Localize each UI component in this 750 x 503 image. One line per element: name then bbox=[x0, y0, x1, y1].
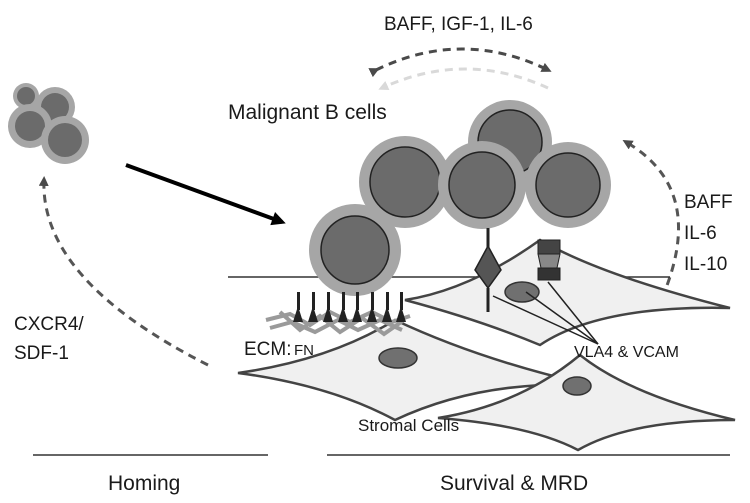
migration-arrow bbox=[125, 163, 286, 226]
right-cytokine-arrow bbox=[622, 139, 681, 299]
vla4-vcam-label: VLA4 & VCAM bbox=[574, 344, 679, 361]
vla4-vcam-receptors bbox=[474, 228, 561, 312]
circulating-cells bbox=[8, 83, 89, 164]
top-cytokines-label: BAFF, IGF-1, IL-6 bbox=[384, 14, 533, 35]
cxcr4-label-line1: CXCR4/ bbox=[14, 314, 84, 335]
ecm-label: ECM: bbox=[244, 339, 292, 360]
homing-label: Homing bbox=[108, 472, 180, 495]
cytokine-arrow-dark bbox=[368, 47, 552, 78]
survival-mrd-label: Survival & MRD bbox=[440, 472, 588, 495]
adhesion-receptors bbox=[293, 292, 406, 322]
stromal-cells-label: Stromal Cells bbox=[358, 416, 459, 435]
malignant-b-cells bbox=[309, 100, 611, 296]
malignant-b-cells-label: Malignant B cells bbox=[228, 101, 387, 124]
right-cytokine-il6: IL-6 bbox=[684, 223, 717, 244]
right-cytokine-baff: BAFF bbox=[684, 192, 733, 213]
cxcr4-label-line2: SDF-1 bbox=[14, 343, 69, 364]
right-cytokine-il10: IL-10 bbox=[684, 254, 727, 275]
homing-arrow bbox=[38, 176, 209, 367]
fn-label: FN bbox=[294, 342, 314, 359]
stromal-cells bbox=[237, 238, 736, 452]
cytokine-arrow-light bbox=[378, 67, 549, 91]
vla4-pointer-lines bbox=[492, 281, 599, 345]
